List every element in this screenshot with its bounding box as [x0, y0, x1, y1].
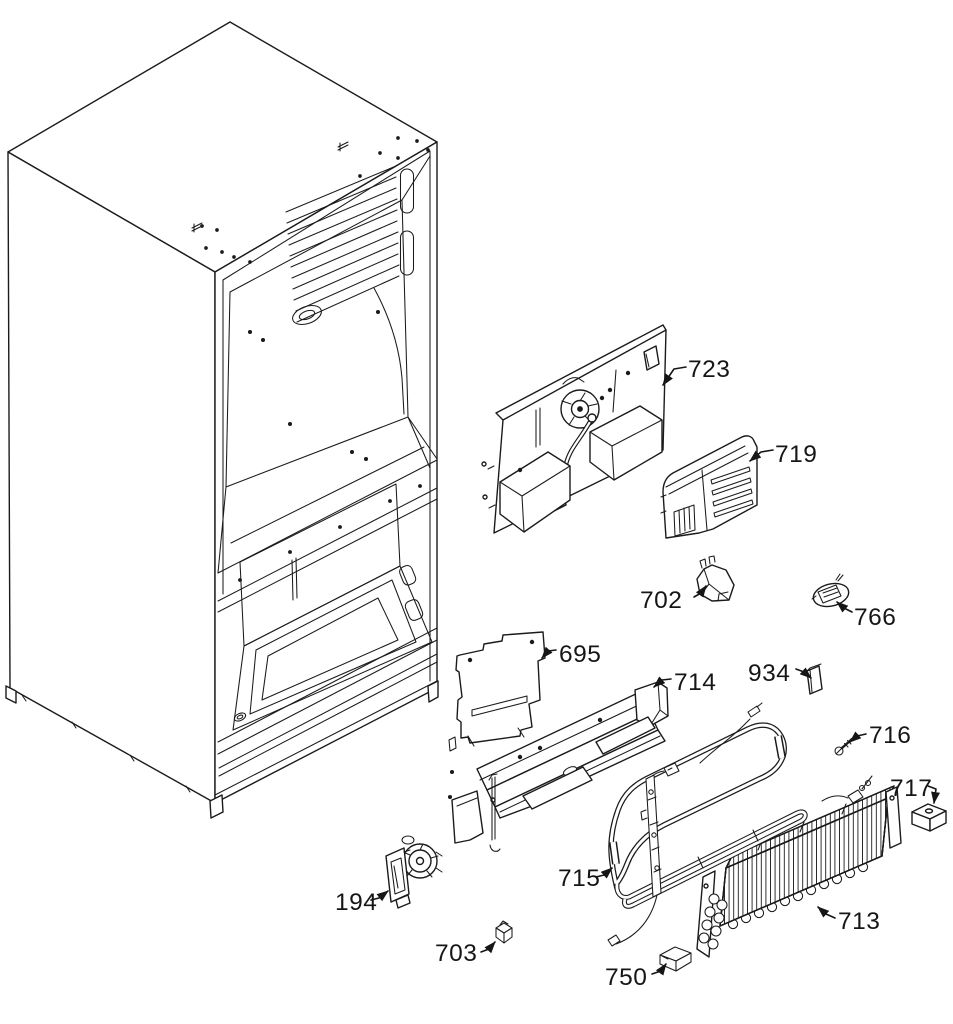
callout-695: 695 — [541, 641, 601, 668]
leader-695 — [541, 646, 557, 659]
leader-750 — [651, 963, 667, 976]
temperature-sensor-harness — [607, 762, 680, 947]
callout-714: 714 — [653, 669, 716, 696]
part-716-screw — [834, 737, 854, 756]
callout-934: 934 — [748, 660, 812, 687]
part-194-fan-motor — [385, 835, 443, 909]
coil-end-bends — [698, 893, 728, 950]
leader-703 — [480, 941, 496, 954]
part-934-clip — [806, 663, 823, 695]
cabinet-top-details — [191, 136, 430, 264]
part-719-air-duct-cover — [660, 435, 758, 539]
part-702-cover — [696, 555, 735, 602]
exploded-parts — [385, 324, 947, 972]
callout-716: 716 — [849, 722, 911, 749]
leader-723 — [662, 366, 687, 386]
callout-716-label: 716 — [869, 722, 911, 749]
callout-750: 750 — [605, 963, 667, 991]
part-715-defrost-heater — [608, 702, 808, 909]
callout-717-label: 717 — [890, 775, 932, 802]
callout-703: 703 — [435, 940, 496, 967]
leader-715 — [595, 867, 613, 879]
callout-723: 723 — [662, 356, 730, 386]
part-723-evaporator-cover-panel — [481, 324, 667, 534]
callout-703-label: 703 — [435, 940, 477, 967]
leader-194 — [370, 890, 389, 902]
callout-766: 766 — [836, 601, 896, 631]
condenser-slats — [285, 165, 400, 323]
leader-713 — [817, 906, 836, 919]
callout-194: 194 — [335, 889, 389, 916]
leader-766 — [836, 601, 853, 613]
leader-719 — [749, 449, 774, 462]
leader-702 — [693, 585, 707, 598]
callout-715: 715 — [558, 865, 613, 892]
callout-723-label: 723 — [688, 356, 730, 383]
leader-716 — [849, 731, 867, 743]
part-695-partition-panel — [455, 631, 546, 747]
callout-719-label: 719 — [775, 441, 817, 468]
top-label-mark — [191, 222, 203, 233]
leader-717 — [927, 785, 941, 804]
part-714-drain-trough — [451, 681, 669, 852]
callout-934-label: 934 — [748, 660, 790, 687]
part-717-spacer-block — [911, 803, 947, 832]
leader-934 — [795, 667, 812, 679]
callout-766-label: 766 — [854, 604, 896, 631]
callout-717: 717 — [890, 775, 941, 804]
cabinet-interior — [21, 150, 457, 800]
part-713-evaporator-coil — [696, 775, 902, 958]
callout-194-label: 194 — [335, 889, 377, 916]
part-750-cover — [659, 946, 692, 972]
callout-714-label: 714 — [674, 669, 716, 696]
callout-695-label: 695 — [559, 641, 601, 668]
callout-702: 702 — [640, 585, 707, 614]
cabinet-feet — [5, 680, 439, 819]
top-label-mark — [337, 141, 349, 152]
callout-713-label: 713 — [838, 908, 880, 935]
refrigerator-cabinet — [5, 21, 457, 819]
callout-702-label: 702 — [640, 587, 682, 614]
callout-750-label: 750 — [605, 964, 647, 991]
leader-714 — [653, 676, 672, 688]
part-766-clip — [811, 573, 850, 608]
callout-713: 713 — [817, 906, 880, 935]
callout-719: 719 — [749, 441, 817, 468]
callouts: 723 719 702 766 695 714 934 716 — [335, 356, 941, 991]
callout-715-label: 715 — [558, 865, 600, 892]
part-703-connector — [495, 920, 513, 944]
